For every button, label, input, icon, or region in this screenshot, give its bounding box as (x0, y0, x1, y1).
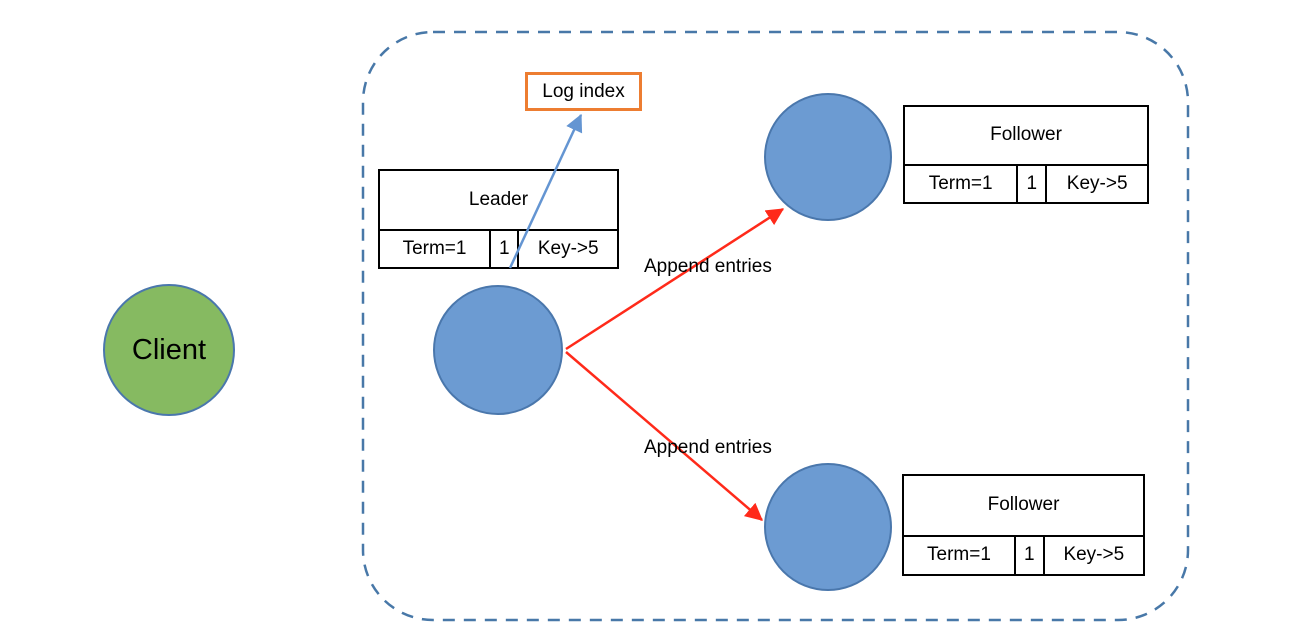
append-entries-arrow-bottom (565, 351, 763, 521)
leader-term-cell: Term=1 (402, 237, 467, 259)
follower-bottom-table-row: Term=1 1 Key->5 (904, 536, 1143, 574)
follower-top-log-table: Follower Term=1 1 Key->5 (903, 105, 1149, 204)
follower-bottom-term-cell: Term=1 (927, 544, 991, 566)
follower-bottom-keyvalue-cell: Key->5 (1042, 536, 1143, 574)
client-node-label: Client (131, 333, 207, 366)
leader-keyvalue-cell: Key->5 (517, 230, 617, 267)
log-index-box: Log index (525, 72, 642, 111)
leader-log-table: Leader Term=1 1 Key->5 (378, 169, 619, 269)
leader-table-title: Leader (380, 171, 617, 231)
follower-node-bottom (764, 463, 892, 591)
leader-index-cell: 1 (489, 230, 517, 267)
follower-top-term-cell: Term=1 (928, 172, 993, 194)
leader-node (433, 285, 563, 415)
append-entries-label-bottom: Append entries (644, 437, 772, 458)
follower-node-top (764, 93, 892, 221)
follower-top-index-cell: 1 (1016, 165, 1045, 202)
follower-bottom-index-cell: 1 (1013, 536, 1043, 574)
follower-bottom-log-table: Follower Term=1 1 Key->5 (902, 474, 1145, 576)
follower-top-table-row: Term=1 1 Key->5 (905, 165, 1147, 202)
client-node: Client (103, 284, 235, 416)
follower-top-table-title: Follower (905, 107, 1147, 166)
leader-table-row: Term=1 1 Key->5 (380, 230, 617, 267)
follower-top-keyvalue-cell: Key->5 (1045, 165, 1147, 202)
follower-bottom-table-title: Follower (904, 476, 1143, 537)
log-index-label: Log index (542, 80, 625, 102)
append-entries-label-top: Append entries (644, 256, 772, 277)
